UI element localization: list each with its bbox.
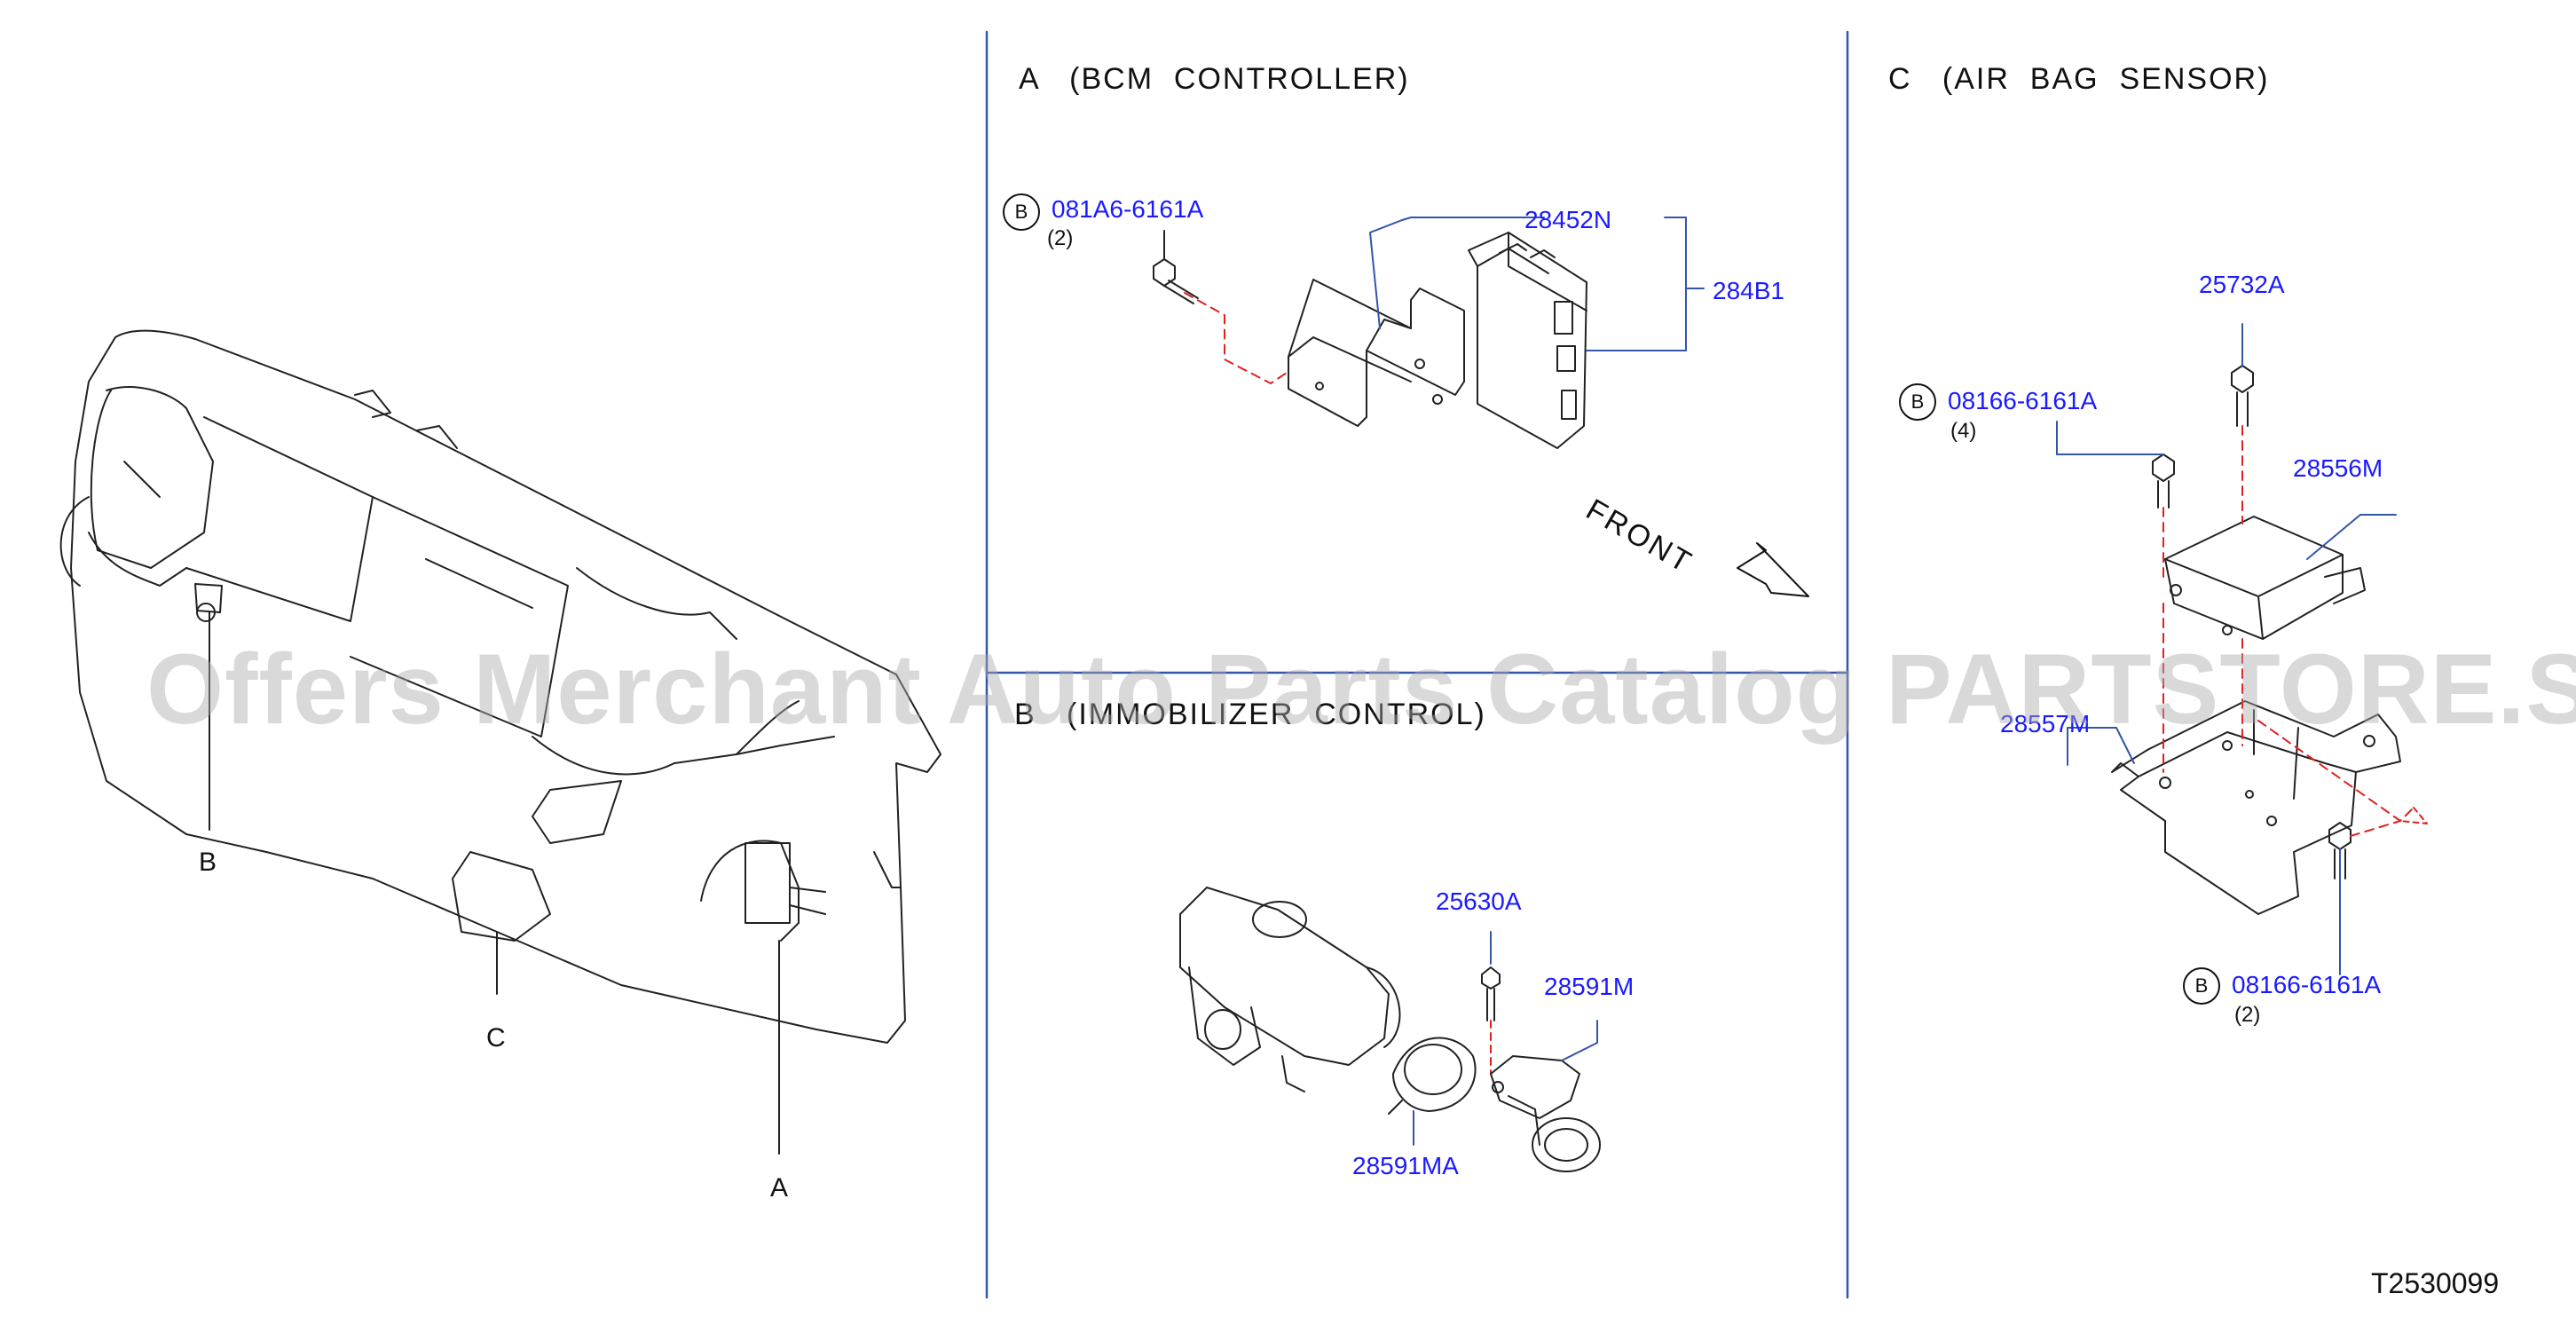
immobilizer-screw xyxy=(1481,931,1501,1021)
locator-c: C xyxy=(486,1023,506,1053)
immobilizer-amplifier xyxy=(1490,1055,1601,1172)
qty-08166-6161a-top: (4) xyxy=(1950,419,1977,443)
airbag-sensor-unit xyxy=(2164,516,2366,640)
section-c-title: C (AIR BAG SENSOR) xyxy=(1888,62,2270,96)
bcm-bracket xyxy=(1288,279,1465,427)
part-284b1[interactable]: 284B1 xyxy=(1713,277,1784,304)
diagram-code: T2530099 xyxy=(2371,1267,2500,1299)
part-081a6-6161a[interactable]: 081A6-6161A xyxy=(1052,195,1204,223)
section-b-title: B (IMMOBILIZER CONTROL) xyxy=(1014,698,1486,731)
section-a-title: A (BCM CONTROLLER) xyxy=(1019,62,1410,96)
part-08166-6161a-top[interactable]: 08166-6161A xyxy=(1948,387,2098,414)
airbag-screw-left xyxy=(2152,453,2175,509)
watermark-text: Offers Merchant Auto Parts Catalog PARTS… xyxy=(146,634,2576,745)
front-arrow xyxy=(1737,542,1809,597)
airbag-bolt-right xyxy=(2328,822,2351,879)
part-28557m[interactable]: 28557M xyxy=(2000,710,2091,737)
bcm-unit xyxy=(1468,232,1587,449)
callout-b-marker: B xyxy=(1003,193,1040,231)
dashboard-illustration xyxy=(59,329,941,1044)
qty-08166-6161a-bottom: (2) xyxy=(2234,1003,2261,1027)
part-28556m[interactable]: 28556M xyxy=(2293,454,2383,482)
airbag-screw-top xyxy=(2231,323,2254,427)
callout-b-marker-c2: B xyxy=(2183,967,2220,1005)
part-28452n[interactable]: 28452N xyxy=(1524,206,1612,233)
part-28591ma[interactable]: 28591MA xyxy=(1352,1152,1459,1179)
locator-a: A xyxy=(770,1173,789,1203)
part-08166-6161a-bottom[interactable]: 08166-6161A xyxy=(2232,971,2382,998)
qty-081a6-6161a: (2) xyxy=(1047,226,1074,250)
part-25732a[interactable]: 25732A xyxy=(2199,271,2285,298)
locator-b: B xyxy=(199,848,217,877)
part-28591m[interactable]: 28591M xyxy=(1544,973,1635,1000)
part-25630a[interactable]: 25630A xyxy=(1436,887,1522,915)
airbag-sensor-bracket xyxy=(2111,700,2401,915)
bcm-bolt xyxy=(1153,230,1199,304)
immobilizer-antenna-ring xyxy=(1388,1037,1477,1115)
ignition-lock xyxy=(1179,887,1401,1092)
callout-b-marker-c1: B xyxy=(1899,383,1936,421)
